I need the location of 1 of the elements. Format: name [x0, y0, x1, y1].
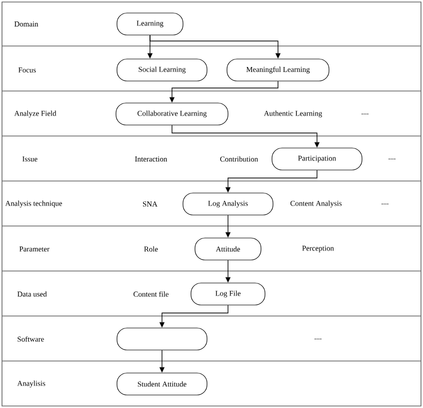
empty-box: [116, 328, 208, 350]
